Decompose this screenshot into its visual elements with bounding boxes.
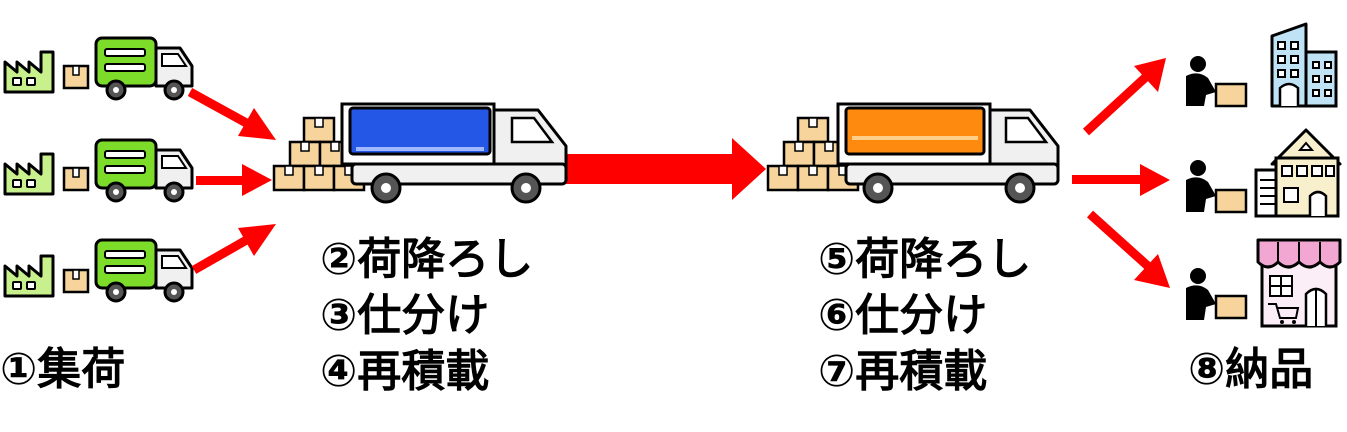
step-hub1-sort-label: ③仕分け [320,290,490,341]
house-icon [1254,128,1342,218]
arrow-collect-3 [191,224,276,274]
courier-icon [1186,56,1248,108]
package-icon [62,64,90,90]
courier-icon [1186,160,1248,214]
origin-row-3 [3,238,194,303]
package-icon [62,268,90,294]
arrow-collect-1 [187,88,276,140]
factory-icon [3,50,55,94]
step-collect-label: ①集荷 [0,344,126,395]
small-truck-icon [94,238,194,303]
step-hub1-unload-label: ②荷降ろし [320,234,534,285]
package-icon [62,166,90,192]
destination-1 [1186,22,1338,108]
office-building-icon [1270,22,1338,108]
arrow-deliver-3 [1086,210,1170,288]
step-hub2-sort-label: ⑥仕分け [818,290,988,341]
step-hub1-reload-label: ④再積載 [320,346,490,397]
flow-arrows [187,58,1170,288]
large-truck-icon [836,102,1060,204]
origin-row-2 [3,138,194,203]
shop-icon [1256,238,1342,328]
arrow-deliver-2 [1072,164,1170,196]
small-truck-icon [94,36,194,101]
arrow-deliver-1 [1082,58,1166,136]
small-truck-icon [94,138,194,203]
step-deliver-label: ⑧納品 [1188,344,1314,395]
factory-icon [3,254,55,298]
step-hub2-unload-label: ⑤荷降ろし [818,234,1032,285]
arrow-transport [566,138,766,200]
courier-icon [1186,268,1248,320]
large-truck-icon [340,102,568,204]
factory-icon [3,152,55,196]
destination-2 [1186,128,1342,218]
origin-row-1 [3,36,194,101]
arrow-collect-2 [196,164,272,196]
step-hub2-reload-label: ⑦再積載 [818,346,988,397]
destination-3 [1186,238,1342,328]
